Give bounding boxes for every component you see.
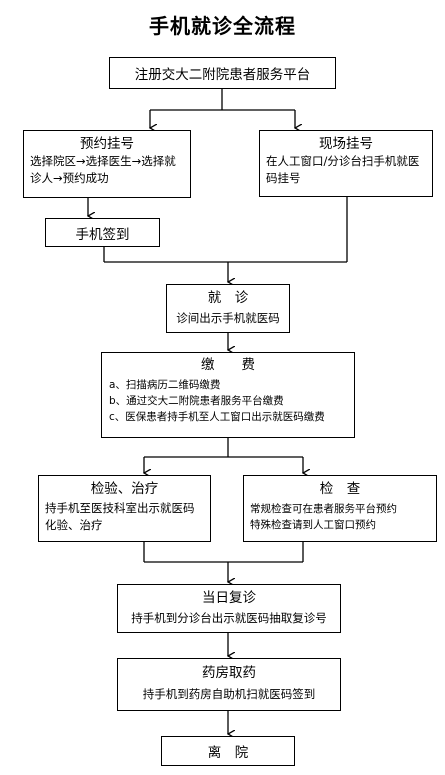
pharmacy-heading: 药房取药	[202, 665, 256, 681]
followup-heading: 当日复诊	[202, 590, 256, 606]
exam-box: 检 查 常规检查可在患者服务平台预约 特殊检查请到人工窗口预约	[243, 475, 437, 542]
exam-line-1: 常规检查可在患者服务平台预约	[250, 503, 397, 515]
leave-box: 离 院	[161, 736, 295, 766]
pharmacy-detail: 持手机到药房自助机扫就医码签到	[142, 687, 316, 701]
onsite-box: 现场挂号 在人工窗口/分诊台扫手机就医码挂号	[259, 130, 433, 197]
payment-box: 缴 费 a、扫描病历二维码缴费 b、通过交大二附院患者服务平台缴费 c、医保患者…	[101, 352, 355, 438]
lab-detail: 持手机至医技科室出示就医码化验、治疗	[45, 501, 195, 532]
consult-box: 就 诊 诊间出示手机就医码	[166, 284, 290, 333]
register-box: 注册交大二附院患者服务平台	[109, 57, 336, 89]
appointment-detail: 选择院区→选择医生→选择就诊人→预约成功	[30, 154, 176, 185]
leave-label: 离 院	[207, 745, 249, 761]
followup-box: 当日复诊 持手机到分诊台出示就医码抽取复诊号	[117, 584, 341, 633]
payment-item-a: a、扫描病历二维码缴费	[109, 379, 221, 391]
consult-heading: 就 诊	[207, 290, 249, 306]
exam-heading: 检 查	[319, 481, 361, 497]
lab-heading: 检验、治疗	[90, 481, 159, 497]
onsite-heading: 现场挂号	[319, 136, 373, 152]
payment-heading: 缴 费	[201, 357, 255, 373]
checkin-box: 手机签到	[45, 218, 160, 247]
followup-detail: 持手机到分诊台出示就医码抽取复诊号	[131, 611, 327, 625]
pharmacy-box: 药房取药 持手机到药房自助机扫就医码签到	[117, 658, 341, 711]
consult-detail: 诊间出示手机就医码	[176, 311, 280, 325]
lab-box: 检验、治疗 持手机至医技科室出示就医码化验、治疗	[38, 475, 211, 542]
payment-item-c: c、医保患者持手机至人工窗口出示就医码缴费	[109, 411, 325, 423]
exam-line-2: 特殊检查请到人工窗口预约	[250, 519, 376, 531]
onsite-detail: 在人工窗口/分诊台扫手机就医码挂号	[266, 154, 420, 185]
checkin-label: 手机签到	[75, 227, 130, 243]
payment-item-b: b、通过交大二附院患者服务平台缴费	[109, 395, 284, 407]
appointment-heading: 预约挂号	[80, 136, 134, 152]
page-title: 手机就诊全流程	[149, 14, 296, 38]
register-label: 注册交大二附院患者服务平台	[134, 67, 311, 83]
appointment-box: 预约挂号 选择院区→选择医生→选择就诊人→预约成功	[23, 130, 191, 198]
